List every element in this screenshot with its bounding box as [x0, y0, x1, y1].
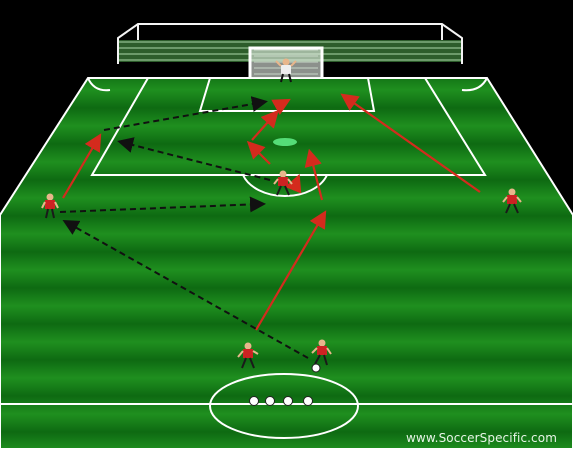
corner-arc-right	[461, 77, 488, 92]
pitch	[0, 78, 573, 449]
pass-arrow	[62, 220, 309, 359]
watermark-text: www.SoccerSpecific.com	[406, 431, 557, 445]
run-arrow	[62, 133, 102, 199]
penalty-arc	[242, 174, 328, 198]
center-circle	[209, 373, 359, 439]
penalty-spot	[273, 138, 297, 146]
corner-arc-left	[87, 77, 111, 92]
ball	[303, 396, 313, 406]
pass-arrow	[59, 196, 266, 213]
run-arrow	[340, 93, 481, 193]
run-arrow	[271, 98, 291, 116]
run-arrow	[255, 210, 327, 331]
ball	[283, 396, 293, 406]
player-midfielder-dribbler	[311, 339, 332, 373]
player-goalkeeper	[275, 58, 297, 83]
player-midfielder-passer	[237, 342, 259, 369]
player-right-winger	[502, 188, 522, 214]
player-left-winger	[41, 193, 59, 219]
run-arrow	[251, 109, 279, 141]
pass-arrow	[117, 137, 271, 181]
ball-group	[249, 396, 313, 406]
ball	[311, 363, 321, 373]
pass-arrow	[103, 96, 268, 131]
run-arrow	[284, 173, 302, 194]
ball	[265, 396, 275, 406]
pass-arrows	[59, 96, 309, 359]
run-arrow	[304, 148, 324, 201]
run-arrows	[62, 93, 481, 331]
player-center-forward	[273, 170, 293, 196]
run-arrow	[246, 140, 271, 165]
ball	[249, 396, 259, 406]
